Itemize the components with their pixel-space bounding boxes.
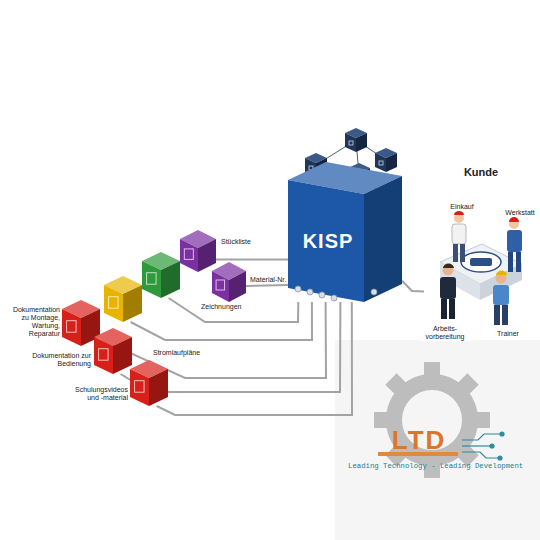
cube-label: Dokumentation zu Montage, Wartung, Repar…: [3, 306, 61, 338]
system-title: KISP: [292, 230, 364, 253]
cube-shape: [130, 360, 168, 406]
cube-label: Stückliste: [220, 238, 252, 246]
data-cube: Material-Nr.: [212, 262, 246, 302]
connector-line: [246, 285, 288, 286]
connector-line: [402, 281, 424, 292]
cube-shape: [212, 262, 246, 302]
cube-shape: [94, 328, 132, 374]
kisp-cube: KISP: [288, 160, 402, 302]
cube-label: Zeichnungen: [200, 303, 242, 311]
cube-shape: [104, 276, 142, 322]
group-title: Kunde: [424, 166, 538, 178]
cube-label: Material-Nr.: [249, 276, 287, 284]
connector-line: [169, 298, 299, 322]
cube-label: Stromlaufpläne: [152, 349, 201, 357]
cube-shape: [142, 252, 180, 298]
connector-line: [157, 302, 352, 415]
logo-text: LTD: [376, 425, 462, 456]
role-label: Trainer: [492, 330, 524, 338]
connector-line: [131, 302, 312, 340]
cube-label: Schulungsvideos und -material: [72, 386, 129, 402]
cube-label: Dokumentation zur Bedienung: [30, 352, 92, 368]
data-cube: Stückliste: [180, 230, 216, 272]
cube-shape: [180, 230, 216, 272]
data-cube: Dokumentation zur Bedienung: [94, 328, 132, 374]
data-cube: Stromlaufpläne: [104, 276, 142, 322]
customer-group: Kunde: [424, 160, 536, 345]
role-label: Werkstatt: [502, 209, 538, 217]
role-label: Arbeits- vorbereitung: [420, 325, 470, 341]
data-cube: Zeichnungen: [142, 252, 180, 298]
connector-line: [216, 258, 288, 260]
role-label: Einkauf: [446, 203, 478, 211]
data-cube: Schulungsvideos und -material: [130, 360, 168, 406]
logo-tagline: Leading Technology - Leading Development: [347, 462, 539, 470]
